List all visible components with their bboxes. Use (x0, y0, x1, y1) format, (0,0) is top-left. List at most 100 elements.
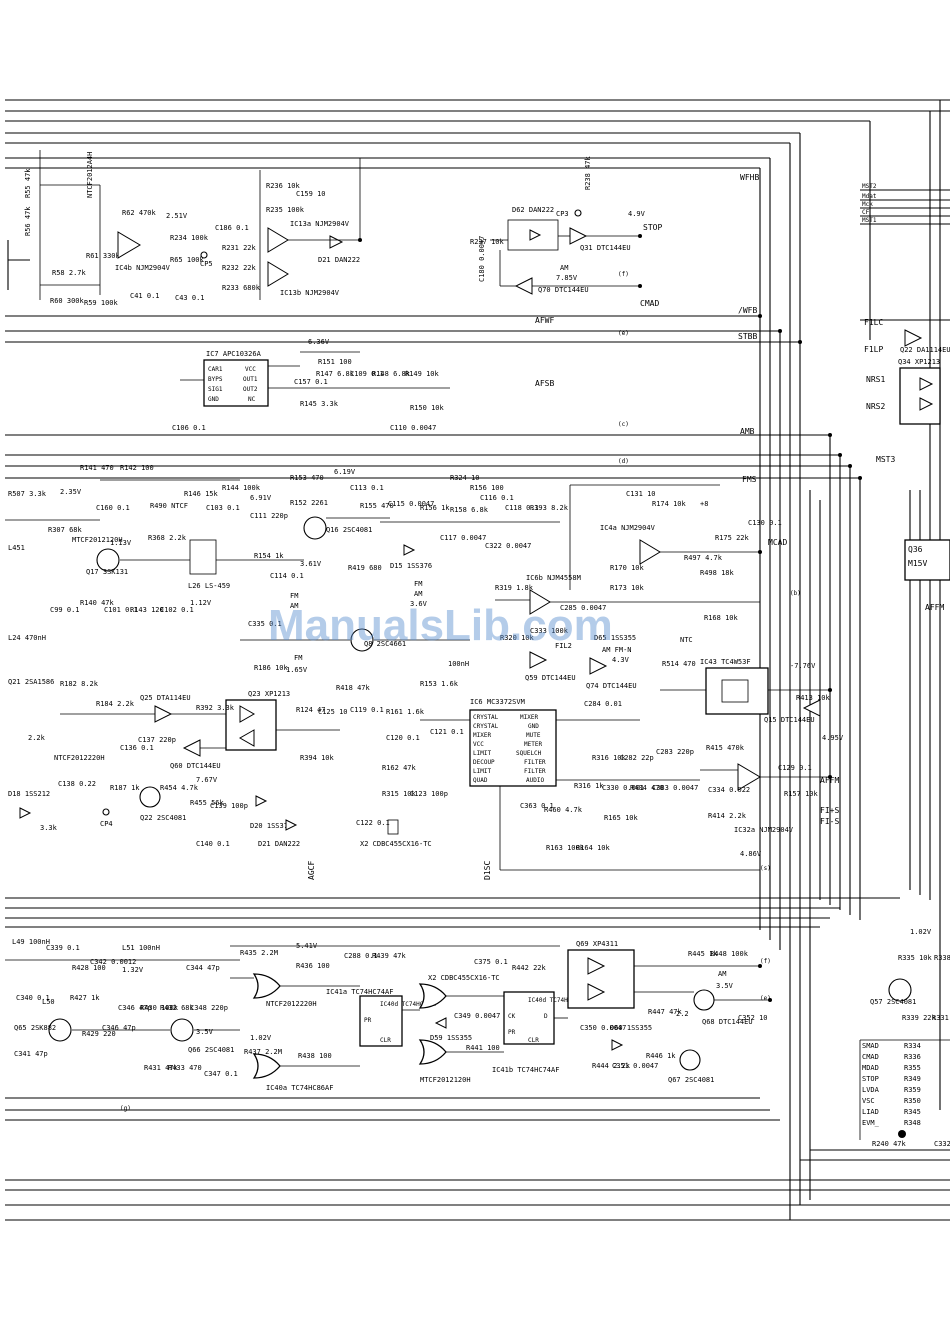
d62-box (507, 219, 559, 251)
q22b-label: Q22 2SC4081 (140, 814, 186, 822)
q23-buffer-b (238, 729, 255, 747)
ic7-label: IC7 APC10326A (206, 350, 262, 358)
logic-section: R435 2.2M R436 100 5.41V NTCF2012220H IC… (230, 942, 586, 1092)
list-r359: R359 (904, 1086, 921, 1094)
c282-label: C282 22p (620, 754, 654, 762)
cp4-testpoint (102, 808, 110, 816)
x2-crystal (387, 819, 399, 835)
q36-label: Q36 (908, 545, 923, 554)
r165-label: R165 10k (604, 814, 639, 822)
q34-box (899, 367, 941, 425)
r316b-label: R316 1k (574, 782, 604, 790)
d60-label: D60 1SS355 (610, 1024, 652, 1032)
c110-label: C110 0.0047 (390, 424, 436, 432)
list-lvda: LVDA (862, 1086, 880, 1094)
bus-label-f1lc: F1LC (864, 318, 883, 327)
c288-label: C288 0.1 (344, 952, 378, 960)
q31-q70-section: R237 10k C180 0.0047 D62 DAN222 CP3 R238… (470, 155, 646, 295)
q22-label: Q22 DA1114EU (900, 346, 950, 354)
bus-label-stop: STOP (643, 223, 662, 232)
r4k-label: 2.2k (28, 734, 46, 742)
list-cmad: CMAD (862, 1053, 879, 1061)
volt-1-12: 1.12V (190, 599, 212, 607)
r156-label: R156 1k (420, 504, 450, 512)
bus-label-f1lp: F1LP (864, 345, 883, 354)
ic6-pin-l2: CRYSTAL (473, 723, 499, 730)
r394-label: R394 10k (300, 754, 335, 762)
r58-label: R58 2.7k (52, 269, 87, 277)
q36-box (904, 539, 950, 581)
q69-buffer-b (587, 983, 606, 1001)
r446-label: R446 1k (646, 1052, 676, 1060)
r56-label: R56 47k (24, 206, 32, 236)
list-r345: R345 (904, 1108, 921, 1116)
r150-label: R150 10k (410, 404, 445, 412)
q66-label: Q66 2SC4081 (188, 1046, 234, 1054)
d15-label: D15 1SS376 (390, 562, 432, 570)
r430-label: R430 100k (140, 1004, 179, 1012)
q67-transistor (679, 1049, 701, 1071)
ic41b-ck: PR (508, 1029, 516, 1036)
ic6b-opamp (529, 589, 551, 615)
ic6-pin-r7: FILTER (524, 768, 546, 775)
r432-label: R432 68k (160, 1004, 195, 1012)
r441-label: R441 100 (466, 1044, 500, 1052)
r231-label-a: R231 22k (222, 244, 257, 252)
ic6-pin-r2: GND (528, 723, 539, 730)
r162-label: R162 47k (382, 764, 417, 772)
top-bus-lines (5, 99, 950, 479)
q34-buffer-a (919, 377, 934, 391)
ic6-pin-l8: QUAD (473, 777, 488, 784)
r60-label: R60 300k (50, 297, 85, 305)
plus8-label: +8 (700, 500, 708, 508)
r3k-label: 3.3k (40, 824, 58, 832)
r428-label: R428 100 (72, 964, 106, 972)
r455-label: R455 56k (190, 799, 225, 807)
ic32a-opamp (737, 763, 761, 791)
r427-label: R427 1k (70, 994, 100, 1002)
bus-label-mcad: MCAD (768, 538, 787, 547)
c350-label: C350 0.0047 (580, 1024, 626, 1032)
list-r348: R348 (904, 1119, 921, 1127)
ic7-pin-byps: BYPS (208, 376, 223, 383)
q8-section: R419 680 FM AM 3.6V FM AM Q8 2SC4661 C33… (240, 564, 470, 692)
q70-label: Q70 DTC144EU (538, 286, 589, 294)
r414-label: R414 2.2k (708, 812, 747, 820)
c121-label: C121 0.1 (430, 728, 464, 736)
right-mst-block: MST2 Mdat Mck CF MST1 F1LC F1LP NRS1 NRS… (860, 183, 950, 612)
ic41b-pr: CLR (528, 1037, 539, 1044)
r392-label: R392 3.3k (196, 704, 235, 712)
d21b-diode (285, 819, 298, 831)
ic13b-label: IC13b NJM2904V (280, 289, 340, 297)
c129-label: C129 0.1 (778, 764, 812, 772)
c375-label: C375 0.1 (474, 958, 508, 966)
q25-q23-section: Q21 2SA1586 R182 8.2k R184 2.2k 2.2k NTC… (8, 678, 348, 848)
bus-label-cmad: CMAD (640, 299, 659, 308)
ic43-switch (721, 679, 749, 703)
r157-label: R157 10k (784, 790, 819, 798)
bus-label-mst1: MST1 (862, 217, 877, 224)
q69-label: Q69 XP4311 (576, 940, 618, 948)
volt-2-51: 2.51V (166, 212, 188, 220)
bus-label-amb: AMB (740, 427, 755, 436)
ic7-pin-out2: OUT2 (243, 386, 258, 393)
tag-f: (f) (618, 271, 629, 278)
volt-4-3: 4.3V (612, 656, 630, 664)
c284-label: C284 0.01 (584, 700, 622, 708)
tag-e: (e) (618, 330, 629, 337)
bus-label-mck: Mck (862, 201, 873, 208)
ic6-pin-l1: CRYSTAL (473, 714, 499, 721)
c140-label: C140 0.1 (196, 840, 230, 848)
r433-label: R433 470 (168, 1064, 202, 1072)
r429-label: R429 220 (82, 1030, 116, 1038)
tag-b: (b) (790, 590, 801, 597)
lower-bus-lines (5, 897, 950, 1221)
bus-label-affm: AFFM (820, 776, 839, 785)
ic41b-q: D (544, 1013, 548, 1020)
volt-3-6: 3.6V (410, 600, 428, 608)
c330-label: C330 0.001 (602, 784, 644, 792)
ic41a-label: IC41a TC74HC74AF (326, 988, 393, 996)
fil2-label: FIL2 (555, 642, 572, 650)
am-label-top: AM (560, 264, 568, 272)
q68-transistor (693, 989, 715, 1011)
